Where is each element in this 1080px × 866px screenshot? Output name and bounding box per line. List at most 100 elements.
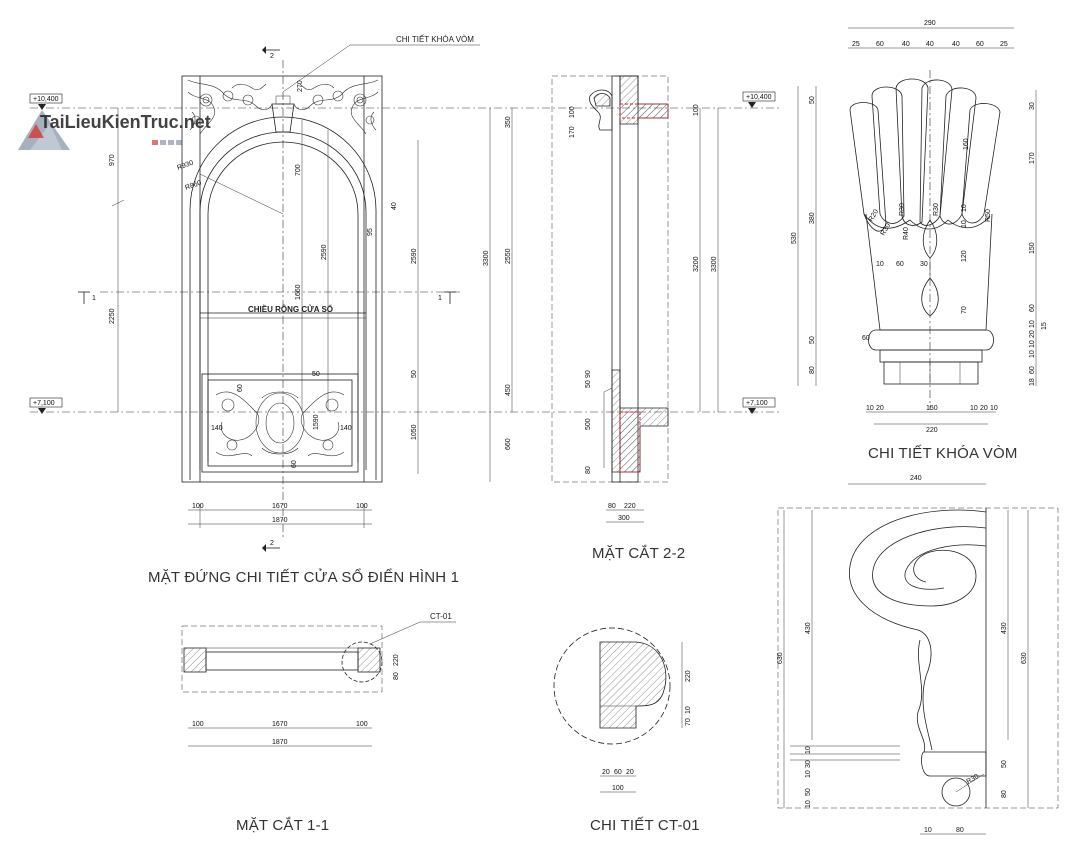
dim-elev-270: 270 [297, 80, 304, 92]
dim-scroll-10b: 10 [805, 770, 812, 778]
level-bottom-right: +7,100 [746, 400, 768, 407]
svg-text:2: 2 [270, 53, 274, 60]
dim-ks-60b: 60 [862, 335, 870, 342]
level-bottom-left: +7,100 [33, 400, 55, 407]
title-section-2-2: MẶT CẮT 2-2 [592, 544, 685, 562]
dim-s11-100-right: 100 [356, 721, 368, 728]
dim-ct01-b-20a: 20 [602, 769, 610, 776]
dim-ks-left-380: 380 [809, 212, 816, 224]
dim-s22-350: 350 [505, 116, 512, 128]
dim-s22-80: 80 [585, 466, 592, 474]
dim-ct01-b-100: 100 [612, 785, 624, 792]
dim-elev-700: 700 [295, 164, 302, 176]
dim-scroll-630-right: 630 [1021, 652, 1028, 664]
dim-ks-b-150: 150 [926, 405, 938, 412]
dim-s11-80: 80 [393, 672, 400, 680]
dim-ks-290: 290 [924, 20, 936, 27]
dim-s22-2550: 2550 [505, 248, 512, 264]
dim-ks-right-18: 18 [1029, 378, 1036, 386]
title-elevation: MẶT ĐỨNG CHI TIẾT CỬA SỔ ĐIỂN HÌNH 1 [148, 568, 459, 586]
dim-s22-500: 500 [585, 418, 592, 430]
dim-ks-left-50b: 50 [809, 336, 816, 344]
dim-s22-3200: 3200 [693, 256, 700, 272]
dim-ks-b-20a: 20 [876, 405, 884, 412]
dim-elev-2590-inner: 2590 [321, 244, 328, 260]
dim-elev-1050: 1050 [411, 424, 418, 440]
dim-ks-60a: 60 [896, 261, 904, 268]
dim-ks-b-20b: 20 [980, 405, 988, 412]
dim-scroll-240: 240 [910, 475, 922, 482]
title-keystone: CHI TIẾT KHÓA VÒM [868, 445, 1018, 462]
dim-scroll-10a: 10 [805, 746, 812, 754]
dim-scroll-80r: 80 [1001, 790, 1008, 798]
level-top-left: +10,400 [33, 96, 59, 103]
dim-ks-70: 70 [961, 306, 968, 314]
dim-ks-b-220: 220 [926, 427, 938, 434]
window-elevation: CHI TIẾT KHÓA VÒM CHIỀU RỘNG CỬA SỔ 970 … [78, 34, 480, 586]
dim-elev-95: 95 [367, 228, 374, 236]
svg-text:2: 2 [270, 540, 274, 547]
dim-s11-220: 220 [393, 654, 400, 666]
dim-ct01-220: 220 [685, 670, 692, 682]
dim-ks-160: 160 [963, 138, 970, 150]
keystone-side-scroll: R30 240 630 430 430 630 10 30 10 50 10 5… [777, 475, 1059, 835]
dim-scroll-430-right: 430 [1001, 622, 1008, 634]
dim-ks-right-10b: 10 [1029, 340, 1036, 348]
dim-elev-bottom-100-left: 100 [192, 503, 204, 510]
dim-s22-right-100: 100 [693, 104, 700, 116]
dim-ks-top-60a: 60 [876, 41, 884, 48]
dim-ks-right-20: 20 [1029, 330, 1036, 338]
dim-ks-b-10b: 10 [970, 405, 978, 412]
dim-ks-top-25b: 25 [1000, 41, 1008, 48]
dim-elev-50-right: 50 [411, 370, 418, 378]
dim-ks-30: 30 [920, 261, 928, 268]
dim-scroll-30: 30 [805, 760, 812, 768]
watermark-text: TaiLieuKienTruc.net [40, 112, 211, 132]
section-mark-2-bottom: 2 [262, 540, 280, 552]
dim-scroll-b-80: 80 [956, 827, 964, 834]
svg-text:1: 1 [92, 295, 96, 302]
dim-ks-r30c: R30 [933, 203, 940, 216]
dim-s22-450: 450 [505, 384, 512, 396]
dim-ks-10b: 10 [961, 220, 968, 228]
dim-ks-left-80: 80 [809, 366, 816, 374]
dim-ks-10a: 10 [961, 204, 968, 212]
dim-ks-right-60: 60 [1029, 304, 1036, 312]
dim-ks-r50: R50 [985, 209, 992, 222]
dim-ks-left-50: 50 [809, 96, 816, 104]
dim-ks-10c: 10 [876, 261, 884, 268]
keystone-detail: 290 25 60 40 40 40 60 25 50 380 530 50 8… [791, 20, 1048, 462]
title-section-1-1: MẶT CẮT 1-1 [236, 816, 329, 834]
dim-s22-170: 170 [569, 126, 576, 138]
dim-ks-right-10c: 10 [1029, 350, 1036, 358]
dim-ks-r30a: R30 [880, 222, 893, 237]
dim-elev-2590-right: 2590 [411, 248, 418, 264]
dim-s22-50: 50 [585, 380, 592, 388]
dim-elev-2250: 2250 [109, 308, 116, 324]
dim-ks-b-10a: 10 [866, 405, 874, 412]
dim-elev-1660: 1660 [295, 284, 302, 300]
dim-panel-1590: 1590 [313, 414, 320, 430]
dim-ks-top-40a: 40 [902, 41, 910, 48]
keystone-callout-label: CHI TIẾT KHÓA VÒM [396, 34, 474, 44]
svg-text:1: 1 [438, 295, 442, 302]
dim-panel-140-right: 140 [340, 425, 352, 432]
dim-scroll-50r: 50 [1001, 760, 1008, 768]
level-top-right: +10,400 [746, 94, 772, 101]
dim-elev-bottom-1870: 1870 [272, 517, 288, 524]
watermark-logo: TaiLieuKienTruc.net [18, 110, 211, 150]
dim-elev-40: 40 [391, 202, 398, 210]
panel-ornament [215, 391, 345, 457]
dim-panel-60-top: 60 [237, 384, 244, 392]
dim-s22-3300-left: 3300 [483, 250, 490, 266]
dim-s11-100-left: 100 [192, 721, 204, 728]
dim-elev-bottom-1670: 1670 [272, 503, 288, 510]
title-ct01: CHI TIẾT CT-01 [590, 817, 700, 834]
dim-s22-100: 100 [569, 106, 576, 118]
dim-scroll-r30: R30 [966, 773, 981, 786]
dim-ks-right-150: 150 [1029, 242, 1036, 254]
dim-scroll-b-10: 10 [924, 827, 932, 834]
dim-elev-50: 50 [312, 371, 320, 378]
spandrel-ornament-right [293, 79, 379, 135]
dim-ks-right-15: 15 [1041, 322, 1048, 330]
